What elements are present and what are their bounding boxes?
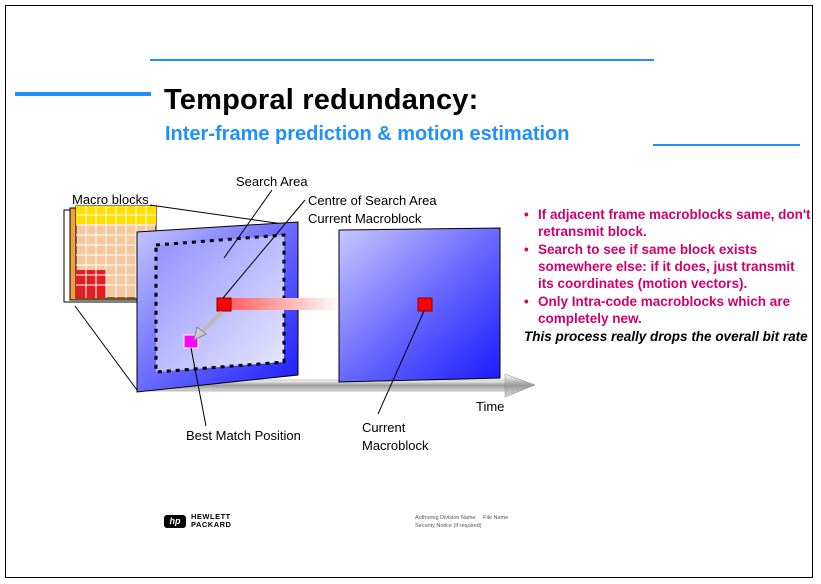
bullet-text: Search to see if same block exists somew… (538, 242, 795, 291)
footer-line1: Authoring Division Name File Name (415, 515, 509, 521)
left-rule (15, 92, 151, 96)
motion-vector-bar (230, 298, 340, 310)
hp-logo-mark: hp (164, 514, 186, 528)
macro-blocks-label: Macro blocks (72, 192, 149, 207)
company-line1: HEWLETT (191, 512, 231, 521)
bullet-item: •If adjacent frame macroblocks same, don… (524, 206, 814, 240)
footer-line2: Security Notice (if required) (415, 523, 482, 529)
best-match-label: Best Match Position (186, 428, 301, 443)
motion-vector-arrow (198, 310, 224, 336)
bullet-item: •Only Intra-code macroblocks which are c… (524, 293, 814, 327)
bullet-list: •If adjacent frame macroblocks same, don… (524, 206, 814, 345)
centre-label-line2: Current Macroblock (308, 211, 422, 226)
bullet-item: •Search to see if same block exists some… (524, 241, 814, 292)
current-label-line2: Macroblock (362, 438, 429, 453)
top-rule (150, 59, 654, 61)
current-macroblock-ref (216, 297, 232, 312)
bullet-text: If adjacent frame macroblocks same, don'… (538, 207, 811, 239)
company-line2: PACKARD (191, 520, 232, 529)
footer-info: Authoring Division Name File Name Securi… (415, 514, 508, 530)
centre-label-line1: Centre of Search Area (308, 193, 437, 208)
slide-title: Temporal redundancy: (164, 84, 479, 116)
summary-note: This process really drops the overall bi… (524, 329, 808, 344)
right-rule (653, 144, 800, 146)
current-macroblock (417, 297, 433, 312)
bullet-text: Only Intra-code macroblocks which are co… (538, 294, 791, 326)
search-area-label: Search Area (236, 174, 308, 189)
slide-subtitle: Inter-frame prediction & motion estimati… (165, 123, 570, 145)
time-label: Time (476, 399, 504, 414)
slide-border (5, 5, 813, 578)
current-label-line1: Current (362, 420, 406, 435)
